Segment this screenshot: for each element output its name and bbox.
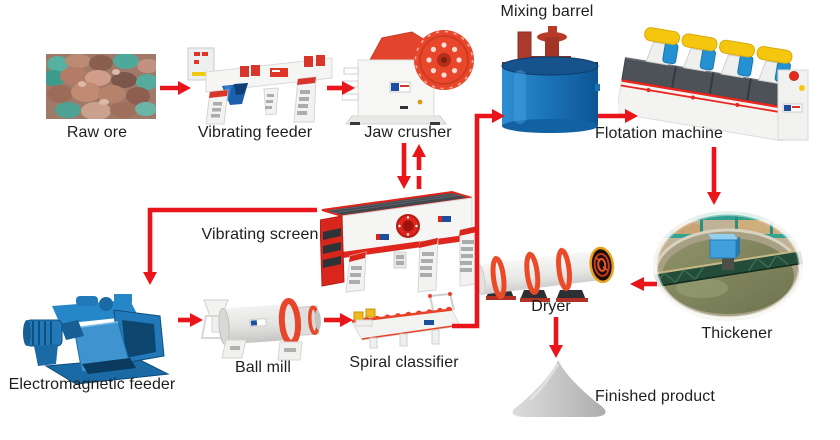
label-vibrating-feeder: Vibrating feeder — [197, 124, 313, 141]
jaw-crusher-illustration — [342, 26, 478, 126]
thickener-photo — [652, 210, 804, 322]
finished-product-illustration — [502, 358, 614, 420]
arrow-crusher-screen-down — [397, 143, 411, 189]
vibrating-screen-illustration — [320, 186, 482, 294]
label-electromagnetic-feeder: Electromagnetic feeder — [8, 376, 176, 393]
label-dryer: Dryer — [531, 298, 571, 315]
flotation-machine-illustration — [618, 18, 810, 150]
arrow-dryer-product — [549, 317, 563, 358]
label-spiral-classifier: Spiral classifier — [349, 354, 459, 371]
mixing-barrel-illustration — [500, 22, 600, 134]
label-raw-ore: Raw ore — [66, 124, 128, 141]
label-vibrating-screen: Vibrating screen — [201, 226, 319, 243]
spiral-classifier-illustration — [336, 292, 464, 350]
label-finished-product: Finished product — [595, 388, 715, 405]
dryer-illustration — [476, 232, 628, 302]
label-jaw-crusher: Jaw crusher — [364, 124, 452, 141]
label-mixing-barrel: Mixing barrel — [500, 3, 594, 20]
ball-mill-illustration — [196, 286, 324, 362]
arrow-flotation-thickener — [707, 147, 721, 205]
electromagnetic-feeder-illustration — [18, 280, 180, 392]
label-ball-mill: Ball mill — [234, 359, 292, 376]
arrow-screen-emfeeder-elbow — [143, 207, 317, 285]
raw-ore-photo — [46, 54, 156, 119]
vibrating-feeder-illustration — [186, 42, 334, 126]
label-flotation-machine: Flotation machine — [595, 125, 723, 142]
arrow-screen-crusher-up-dashed — [412, 144, 426, 189]
label-thickener: Thickener — [701, 325, 773, 342]
